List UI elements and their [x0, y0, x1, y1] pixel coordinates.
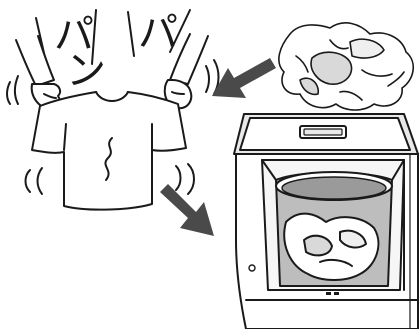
sound-text-pa-2: パ — [138, 10, 178, 56]
crumpled-laundry-icon — [279, 23, 413, 110]
sound-text-n: ン — [66, 48, 106, 94]
sound-effect-pa-right: パ — [128, 10, 190, 56]
arrow-icon — [212, 58, 276, 98]
arrow-icon-2 — [160, 184, 214, 236]
washing-machine-icon — [234, 114, 418, 329]
